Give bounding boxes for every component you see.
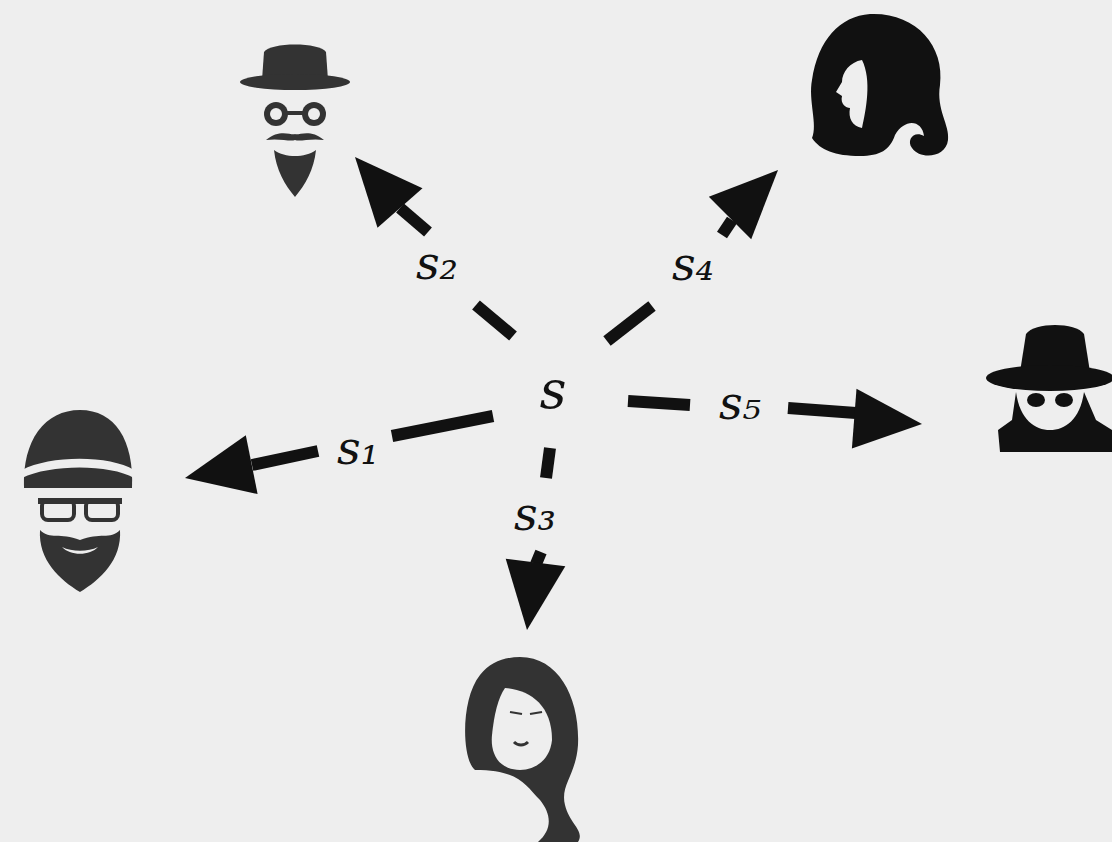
person-icon [811, 14, 948, 156]
arrow-heads [185, 157, 922, 630]
symbol-label: s [540, 364, 567, 416]
person-icon [986, 325, 1112, 452]
edge-label: s₅ [719, 380, 761, 426]
edge-label: s₃ [514, 491, 556, 537]
person-icon [465, 657, 580, 842]
arrow-shafts [252, 208, 856, 564]
person-icon [22, 410, 134, 592]
edge-label: s₂ [416, 240, 458, 286]
person-icon [240, 45, 350, 198]
edge-label: s₄ [672, 241, 714, 287]
edge-label: s₁ [337, 425, 379, 471]
